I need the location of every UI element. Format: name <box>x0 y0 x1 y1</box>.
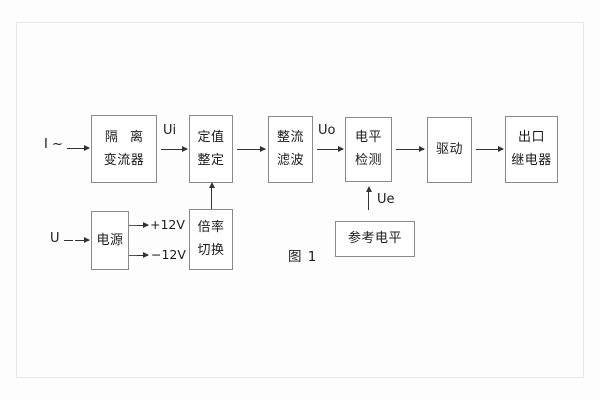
arrow-multiplier-to-setting <box>208 182 215 209</box>
label-ue: Ue <box>377 192 395 207</box>
block-level-detect-line2: 检测 <box>354 153 382 168</box>
block-multiplier-line1: 倍率 <box>197 220 225 236</box>
block-setting-line2: 整定 <box>197 152 225 168</box>
block-multiplier-line2: 切换 <box>197 243 225 258</box>
block-reference-level-line1: 参考电平 <box>347 231 402 247</box>
label-voltage-input: U <box>50 231 60 246</box>
arrow-rail-negative <box>137 252 149 259</box>
label-ui: Ui <box>163 123 177 138</box>
wire-rail-negative <box>129 255 140 256</box>
block-power-supply: 电源 <box>91 211 129 270</box>
arrow-current-input-to-isolation <box>67 145 90 152</box>
block-power-supply-line1: 电源 <box>96 232 124 248</box>
label-uo: Uo <box>318 123 336 138</box>
block-output-relay-line2: 继电器 <box>511 153 552 168</box>
arrow-rectify-to-level-detect <box>317 146 344 153</box>
block-setting-value: 定值 整定 <box>189 115 233 183</box>
label-rail-negative: −12V <box>151 247 186 262</box>
block-multiplier-switch: 倍率 切换 <box>189 209 233 270</box>
block-reference-level: 参考电平 <box>335 221 415 257</box>
block-level-detect-line1: 电平 <box>354 130 382 146</box>
arrow-isolation-to-setting <box>161 146 188 153</box>
arrow-drive-to-output-relay <box>476 146 504 153</box>
block-rectify-line2: 滤波 <box>276 153 304 168</box>
figure-caption: 图 1 <box>288 249 318 265</box>
block-setting-line1: 定值 <box>197 129 225 145</box>
block-level-detect: 电平 检测 <box>345 117 392 182</box>
label-current-input: I ~ <box>44 137 63 152</box>
block-isolation-line1: 隔 离 <box>104 129 148 145</box>
block-rectify-line1: 整流 <box>276 130 304 146</box>
diagram-frame-border <box>16 22 584 378</box>
block-isolation-line2: 变流器 <box>103 152 145 168</box>
block-rectify-filter: 整流 滤波 <box>268 116 313 183</box>
label-rail-positive: +12V <box>150 217 185 232</box>
block-output-relay: 出口 继电器 <box>505 116 558 183</box>
wire-rail-positive <box>129 225 140 226</box>
arrow-level-detect-to-drive <box>396 146 425 153</box>
block-output-relay-line1: 出口 <box>517 130 545 146</box>
arrow-setting-to-rectify <box>237 146 266 153</box>
block-drive: 驱动 <box>427 117 472 183</box>
block-drive-line1: 驱动 <box>435 142 463 158</box>
arrow-reference-level-to-level-detect <box>365 186 372 210</box>
arrow-voltage-input-to-power-supply <box>75 237 90 244</box>
arrow-rail-positive <box>137 222 149 229</box>
block-isolation-current-transformer: 隔 离 变流器 <box>91 115 157 183</box>
dash-voltage-input-lead <box>64 240 73 241</box>
